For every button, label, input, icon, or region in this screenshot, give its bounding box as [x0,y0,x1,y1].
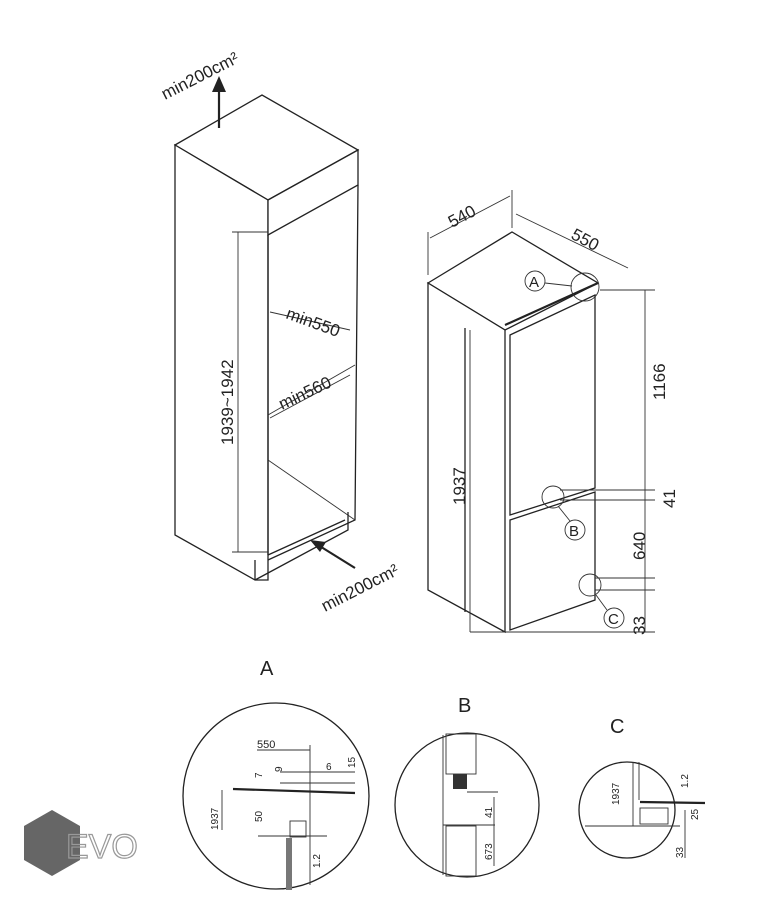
detail-b-title: B [458,695,471,717]
gap-label: 41 [660,489,679,508]
detail-a: A 550 7 9 6 15 1937 50 1.2 [182,658,370,890]
dim-c-25: 25 [690,808,701,820]
base-label: 33 [630,616,649,635]
dim-a-1937: 1937 [210,807,221,830]
dim-c-1.2: 1.2 [680,774,691,788]
upper-height-label: 1166 [650,363,669,400]
vent-bottom-arrow [317,544,356,569]
appliance-drawing: 540 550 1937 1166 41 640 33 A B C [426,190,679,635]
appliance-depth-label: 550 [568,225,602,255]
dim-a-6: 6 [326,762,332,773]
lower-height-label: 640 [630,532,649,560]
dim-b-673: 673 [484,843,495,860]
dim-a-7: 7 [254,772,265,778]
appliance-side [427,281,506,634]
cabinet-height-label: 1939~1942 [218,359,237,445]
cabinet-drawing: min200cm² min200cm² 1939~1942 min550 min… [158,48,402,615]
logo-text: EVO [66,828,138,866]
evo-logo: EVO [24,810,138,876]
appliance-lower-door [509,491,596,631]
dim-a-550: 550 [257,739,275,751]
vent-bottom-label: min200cm² [318,560,402,615]
dim-b-41: 41 [484,806,495,818]
appliance-height-label: 1937 [450,467,469,505]
dim-c-1937: 1937 [611,782,622,805]
detail-c-title: C [610,716,624,738]
cabinet-width-label: min560 [276,373,335,414]
marker-b: B [569,523,579,540]
marker-c: C [608,611,619,628]
dim-a-1.2: 1.2 [312,854,323,868]
dim-c-33: 33 [675,846,686,858]
appliance-upper-door [509,293,596,516]
detail-a-title: A [260,658,274,680]
cabinet-depth-label: min550 [284,304,343,341]
dim-a-15: 15 [347,756,358,768]
dim-a-9: 9 [274,766,285,772]
detail-b: B 41 673 [394,695,540,878]
marker-a: A [529,274,539,291]
detail-c: C 1937 1.2 25 33 [578,716,706,859]
vent-top-label: min200cm² [158,48,242,103]
dim-a-50: 50 [254,810,265,822]
